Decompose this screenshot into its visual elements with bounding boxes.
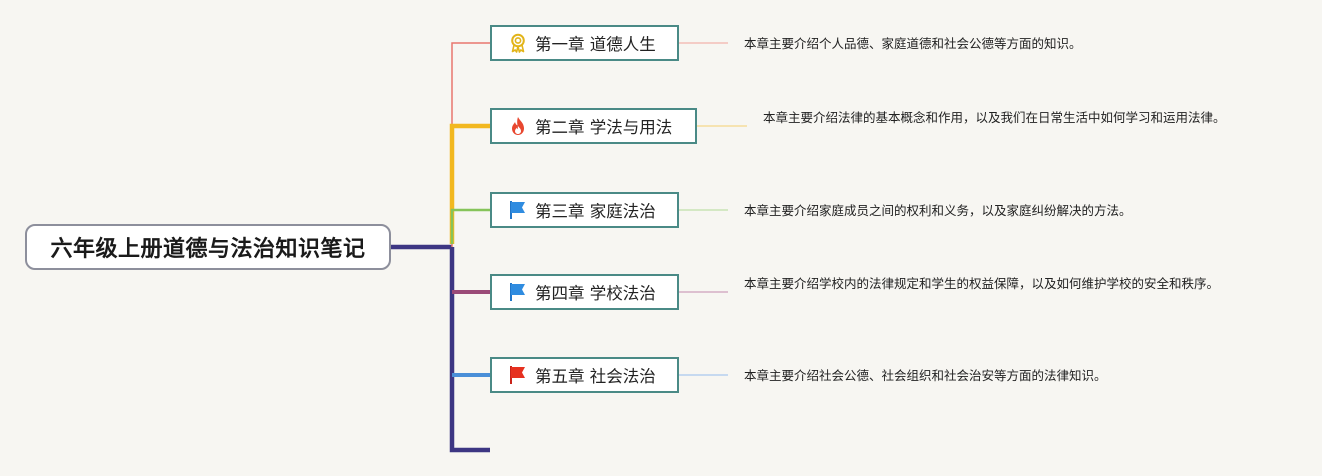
blue-flag-icon — [508, 200, 528, 220]
chapter-node-5[interactable]: 第五章 社会法治 — [490, 357, 679, 393]
root-topic[interactable]: 六年级上册道德与法治知识笔记 — [25, 224, 391, 270]
branch-line-1 — [451, 42, 490, 247]
chapter-label-5: 第五章 社会法治 — [535, 367, 656, 386]
branch-line-2 — [449, 123, 490, 244]
chapter-node-3[interactable]: 第三章 家庭法治 — [490, 192, 679, 228]
chapter-label-4: 第四章 学校法治 — [535, 284, 656, 303]
chapter-description-3: 本章主要介绍家庭成员之间的权利和义务，以及家庭纠纷解决的方法。 — [744, 203, 1132, 218]
award-ribbon-icon — [508, 33, 528, 53]
red-flag-icon — [508, 365, 528, 385]
chapter-node-2[interactable]: 第二章 学法与用法 — [490, 108, 697, 144]
fire-icon — [508, 116, 528, 136]
main-trunk — [449, 247, 490, 453]
chapter-description-4: 本章主要介绍学校内的法律规定和学生的权益保障，以及如何维护学校的安全和秩序。 — [744, 276, 1220, 291]
branch-line-3 — [450, 208, 490, 244]
chapter-label-3: 第三章 家庭法治 — [535, 202, 656, 221]
chapter-node-1[interactable]: 第一章 道德人生 — [490, 25, 679, 61]
chapter-node-4[interactable]: 第四章 学校法治 — [490, 274, 679, 310]
chapter-label-1: 第一章 道德人生 — [535, 35, 656, 54]
chapter-description-5: 本章主要介绍社会公德、社会组织和社会治安等方面的法律知识。 — [744, 368, 1107, 383]
chapter-label-2: 第二章 学法与用法 — [535, 118, 673, 137]
blue-flag-icon — [508, 282, 528, 302]
chapter-description-2: 本章主要介绍法律的基本概念和作用，以及我们在日常生活中如何学习和运用法律。 — [763, 110, 1226, 125]
chapter-description-1: 本章主要介绍个人品德、家庭道德和社会公德等方面的知识。 — [744, 36, 1082, 51]
root-title: 六年级上册道德与法治知识笔记 — [50, 237, 366, 262]
